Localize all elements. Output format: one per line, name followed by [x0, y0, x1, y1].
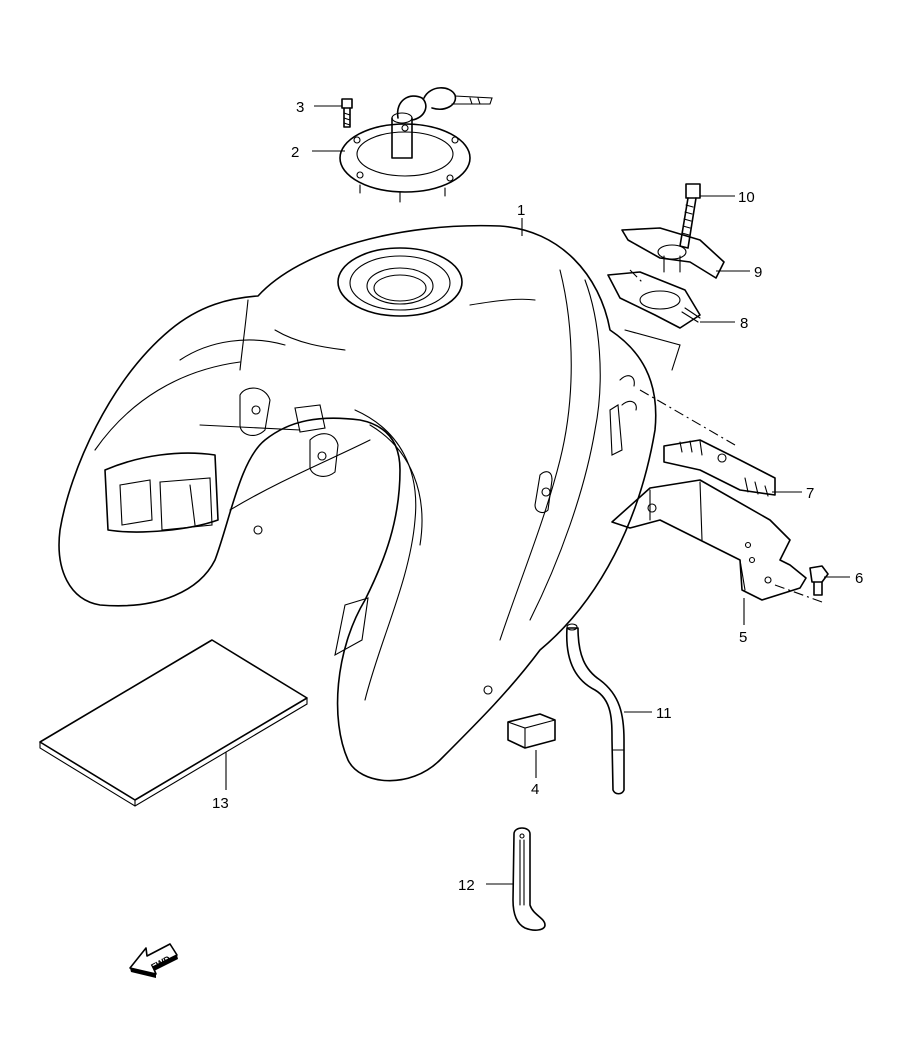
callout-5: 5	[739, 629, 747, 646]
cushion	[663, 439, 776, 497]
callout-13: 13	[212, 795, 229, 812]
tank-bracket	[611, 479, 807, 601]
gasket	[607, 271, 701, 329]
forward-arrow-icon	[129, 943, 178, 978]
callout-9: 9	[754, 264, 762, 281]
bracket-bolt	[809, 565, 829, 596]
fuel-tank	[58, 224, 681, 782]
callout-6: 6	[855, 570, 863, 587]
bolt	[679, 183, 701, 249]
callout-1: 1	[517, 202, 525, 219]
callout-7: 7	[806, 485, 814, 502]
callout-11: 11	[656, 705, 672, 722]
callout-10: 10	[738, 189, 755, 206]
cap-screw	[341, 98, 353, 128]
caution-label	[39, 639, 308, 807]
fuel-cap-assembly	[339, 87, 493, 203]
rubber-cushion	[507, 713, 556, 749]
callout-8: 8	[740, 315, 748, 332]
callout-12: 12	[458, 877, 475, 894]
callout-4: 4	[531, 781, 539, 798]
callout-3: 3	[296, 99, 304, 116]
callout-labels: 1 2 3 10 9 8 7 6 5 11 4 12 13	[212, 99, 863, 894]
callout-2: 2	[291, 144, 299, 161]
mounting-plate	[621, 227, 725, 279]
alignment-lines	[629, 269, 823, 603]
forward-direction-marker: FWD	[129, 943, 178, 978]
hose-clamp	[512, 827, 546, 931]
leader-lines	[225, 105, 850, 885]
breather-hose	[565, 623, 625, 795]
